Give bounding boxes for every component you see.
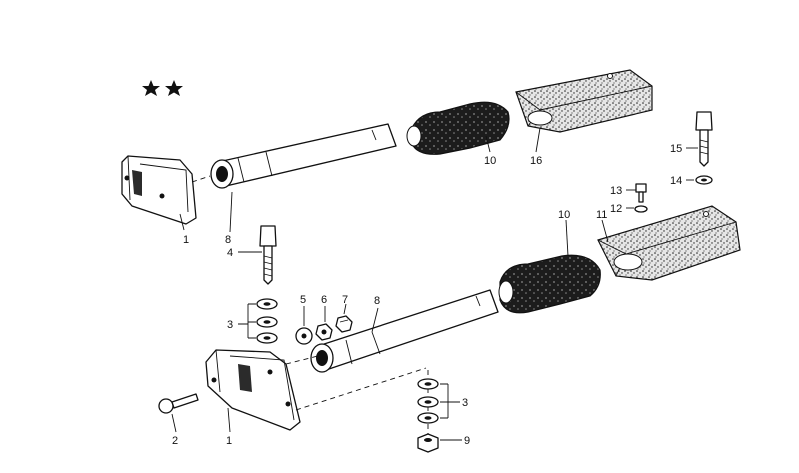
mounting-bracket-top xyxy=(121,155,197,225)
callout-1-top: 1 xyxy=(183,234,189,246)
callout-7: 7 xyxy=(342,294,348,306)
axis-line-top xyxy=(191,175,211,183)
callout-11: 11 xyxy=(596,209,607,221)
axis-line-bottom xyxy=(295,367,427,411)
callout-2: 2 xyxy=(172,435,178,447)
washer-stack-left xyxy=(256,298,278,344)
tie-rod-tube-mid xyxy=(310,289,499,373)
callout-16: 16 xyxy=(530,155,542,167)
callout-9: 9 xyxy=(464,435,470,447)
callout-12: 12 xyxy=(610,203,622,215)
callout-10-right: 10 xyxy=(558,209,570,221)
rubber-boot-top xyxy=(406,101,510,155)
nut-7 xyxy=(335,315,353,333)
tie-rod-end-right xyxy=(597,205,741,281)
washer-stack-right xyxy=(417,378,439,424)
callout-10-top: 10 xyxy=(484,155,496,167)
callout-14: 14 xyxy=(670,175,682,187)
tie-rod-tube-top xyxy=(210,123,397,189)
callout-8-mid: 8 xyxy=(374,295,380,307)
star-icon xyxy=(165,80,183,96)
callout-4: 4 xyxy=(227,247,233,259)
star-marks xyxy=(142,80,183,96)
callout-3-left: 3 xyxy=(227,319,233,331)
callout-3-right: 3 xyxy=(462,397,468,409)
bolt-15 xyxy=(695,111,713,167)
callout-6: 6 xyxy=(321,294,327,306)
washer-5 xyxy=(295,327,313,345)
washer-12 xyxy=(634,205,648,213)
star-icon xyxy=(142,80,160,96)
leader-lines xyxy=(171,127,698,441)
bolt-4 xyxy=(259,225,277,285)
rubber-boot-right xyxy=(498,254,601,314)
callout-13: 13 xyxy=(610,185,622,197)
callout-8-top: 8 xyxy=(225,234,231,246)
axis-line-bracket xyxy=(285,355,319,365)
pin-2 xyxy=(158,393,199,414)
tie-rod-end-top xyxy=(515,69,653,133)
mounting-bracket-bottom xyxy=(205,349,301,431)
callout-5: 5 xyxy=(300,294,306,306)
callout-labels: 1 8 10 16 15 14 13 12 11 10 4 3 5 6 7 8 … xyxy=(172,143,682,447)
nut-9 xyxy=(417,433,439,453)
washer-14 xyxy=(695,175,713,185)
nut-6 xyxy=(315,323,333,341)
callout-1-bottom: 1 xyxy=(226,435,232,447)
callout-15: 15 xyxy=(670,143,682,155)
bolt-13 xyxy=(635,183,647,203)
